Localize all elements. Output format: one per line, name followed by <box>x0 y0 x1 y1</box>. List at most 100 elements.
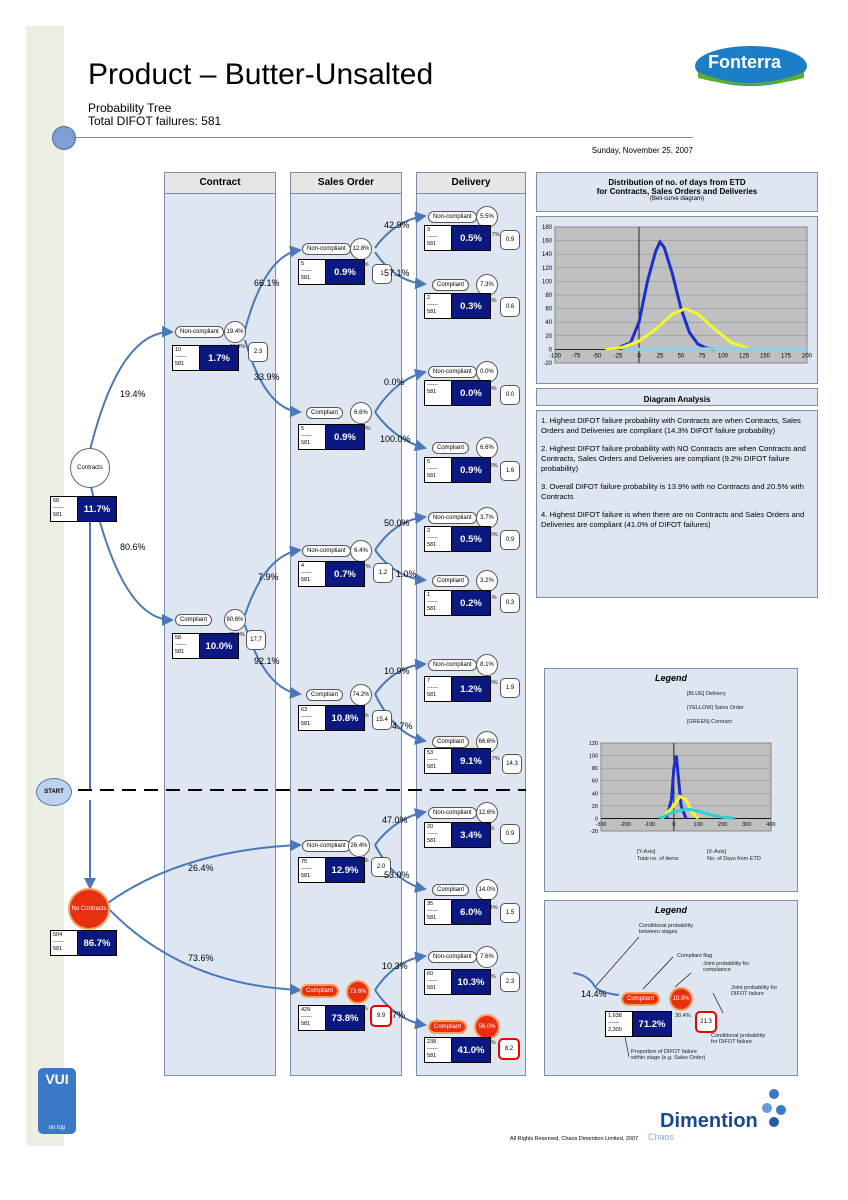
x-tick-label: 25 <box>657 353 664 359</box>
delivery-node-flag[interactable]: Compliant <box>432 575 470 587</box>
so-node-box: 63------581 10.8% <box>298 705 365 731</box>
percentage: 0.2% <box>452 591 490 615</box>
y-tick-label: 140 <box>542 252 553 258</box>
fraction: 60------581 <box>425 970 452 994</box>
fonterra-logo-graphic <box>695 46 807 86</box>
vui-logo-text: VUI <box>45 1071 69 1087</box>
delivery-node-flag[interactable]: Compliant <box>432 884 470 896</box>
delivery-node-box: 238------581 41.0% <box>424 1037 491 1063</box>
so-node-flag[interactable]: Non-compliant <box>302 545 351 557</box>
delivery-node-flag[interactable]: Non-compliant <box>428 211 477 223</box>
fraction-divider: ------ <box>427 685 438 691</box>
so-node-flag[interactable]: Compliant <box>306 407 344 419</box>
legend-yaxis-label-1: [Y-Axis] <box>637 849 656 855</box>
analysis-header-panel: Diagram Analysis <box>536 388 818 406</box>
delivery-node-flag[interactable]: Non-compliant <box>428 366 477 378</box>
fraction-divider: ------ <box>608 1020 619 1026</box>
start-node[interactable]: START <box>36 778 72 806</box>
percentage: 0.3% <box>452 294 490 318</box>
fraction-divider: ------ <box>427 535 438 541</box>
series-line-0 <box>605 239 715 351</box>
denominator: 581 <box>53 946 63 952</box>
x-tick-label: 125 <box>739 353 750 359</box>
percentage: 6.0% <box>452 900 490 924</box>
delivery-node-box: ------581 0.0% <box>424 380 491 406</box>
legend-chart-panel: Legend [BLUE] Delivery [YELLOW] Sales Or… <box>544 668 798 892</box>
fraction-divider: ------ <box>301 866 312 872</box>
edge-label-up: 47.0% <box>382 815 408 825</box>
x-tick-label: 200 <box>802 353 813 359</box>
edge-label-nc-down: 73.6% <box>188 953 214 963</box>
x-tick-label: 200 <box>718 822 727 828</box>
fraction: 504------581 <box>51 931 78 955</box>
so-node-flag[interactable]: Compliant <box>306 689 344 701</box>
fraction-divider: ------ <box>301 714 312 720</box>
x-tick-label: -75 <box>572 353 581 359</box>
numerator: 429 <box>301 1007 311 1013</box>
edge-label-up: 50.0% <box>384 518 410 528</box>
no-contracts-node[interactable]: No Contracts <box>68 888 110 930</box>
dimention-logo-text: Dimention <box>660 1110 758 1132</box>
delivery-node-box: 20------581 3.4% <box>424 822 491 848</box>
legend-yaxis-label-2: Total no. of items <box>637 856 679 862</box>
delivery-node-flag[interactable]: Non-compliant <box>428 659 477 671</box>
so-node-joint: 2.0 <box>371 857 391 877</box>
legend-symbols-panel: Legend Conditional probability between s… <box>544 900 798 1076</box>
delivery-node-flag[interactable]: Compliant <box>432 279 470 291</box>
fonterra-logo: Fonterra <box>692 42 810 90</box>
distribution-title-2: for Contracts, Sales Orders and Deliveri… <box>596 187 758 196</box>
so-node-flag[interactable]: Compliant <box>300 984 340 998</box>
analysis-title: Diagram Analysis <box>643 395 711 404</box>
legend-rel-value: 30.4% <box>675 1013 691 1019</box>
so-node-joint: 1.2 <box>373 563 393 583</box>
delivery-node-flag[interactable]: Compliant <box>432 442 470 454</box>
legend-yellow-label: [YELLOW] Sales Order <box>687 705 744 711</box>
edge-label-down: 100.0% <box>380 434 411 444</box>
y-tick-label: 160 <box>542 239 553 245</box>
contract-node-flag[interactable]: Compliant <box>175 614 213 626</box>
percentage: 1.7% <box>200 346 238 370</box>
legend-2-lines <box>572 936 724 1058</box>
percentage: 0.0% <box>452 381 490 405</box>
denominator: 581 <box>301 721 311 727</box>
delivery-node-box: 2------581 0.3% <box>424 293 491 319</box>
legend-xaxis-label-2: No. of Days from ETD <box>707 856 761 862</box>
delivery-node-flag[interactable]: Non-compliant <box>428 951 477 963</box>
edge-label-up: 0.0% <box>384 377 405 387</box>
so-node-box: 75------581 12.9% <box>298 857 365 883</box>
delivery-node-flag[interactable]: Compliant <box>432 736 470 748</box>
so-node-flag[interactable]: Non-compliant <box>302 243 351 255</box>
fraction: 35------581 <box>425 900 452 924</box>
numerator: 2 <box>427 295 431 301</box>
contract-node-flag[interactable]: Non-compliant <box>175 326 224 338</box>
delivery-node-flag[interactable]: Compliant <box>428 1020 468 1034</box>
denominator: 2,300 <box>608 1027 622 1033</box>
vui-logo-subtext: on top <box>48 1125 66 1131</box>
denominator: 581 <box>427 838 437 844</box>
percentage: 0.9% <box>326 425 364 449</box>
numerator: 3 <box>427 227 431 233</box>
distribution-chart: 180160140120100806040200-20-100-75-50-25… <box>542 225 813 367</box>
delivery-node-box: 35------581 6.0% <box>424 899 491 925</box>
contract-node-joint: 2.3 <box>248 342 268 362</box>
percentage: 0.7% <box>326 562 364 586</box>
column-delivery: Delivery <box>416 172 526 1076</box>
distribution-title-3: (Bell-curve diagram) <box>649 196 704 202</box>
series-line-1 <box>660 794 700 820</box>
delivery-node-box: 7------581 1.2% <box>424 676 491 702</box>
edge-label-down: 57.1% <box>384 268 410 278</box>
contracts-node[interactable]: Contracts <box>70 448 110 488</box>
edge-label-up: 42.9% <box>384 220 410 230</box>
delivery-node-flag[interactable]: Non-compliant <box>428 807 477 819</box>
x-tick-label: 75 <box>699 353 706 359</box>
so-node-flag[interactable]: Non-compliant <box>302 840 351 852</box>
fraction-divider: ------ <box>53 505 64 511</box>
so-node-joint: 9.9 <box>370 1005 392 1027</box>
legend-green-label: [GREEN] Contract <box>687 719 732 725</box>
delivery-node-cond: 3.2% <box>476 570 498 592</box>
y-tick-label: 80 <box>592 766 598 772</box>
x-tick-label: 300 <box>742 822 751 828</box>
so-node-box: 5------581 0.9% <box>298 259 365 285</box>
delivery-node-flag[interactable]: Non-compliant <box>428 512 477 524</box>
